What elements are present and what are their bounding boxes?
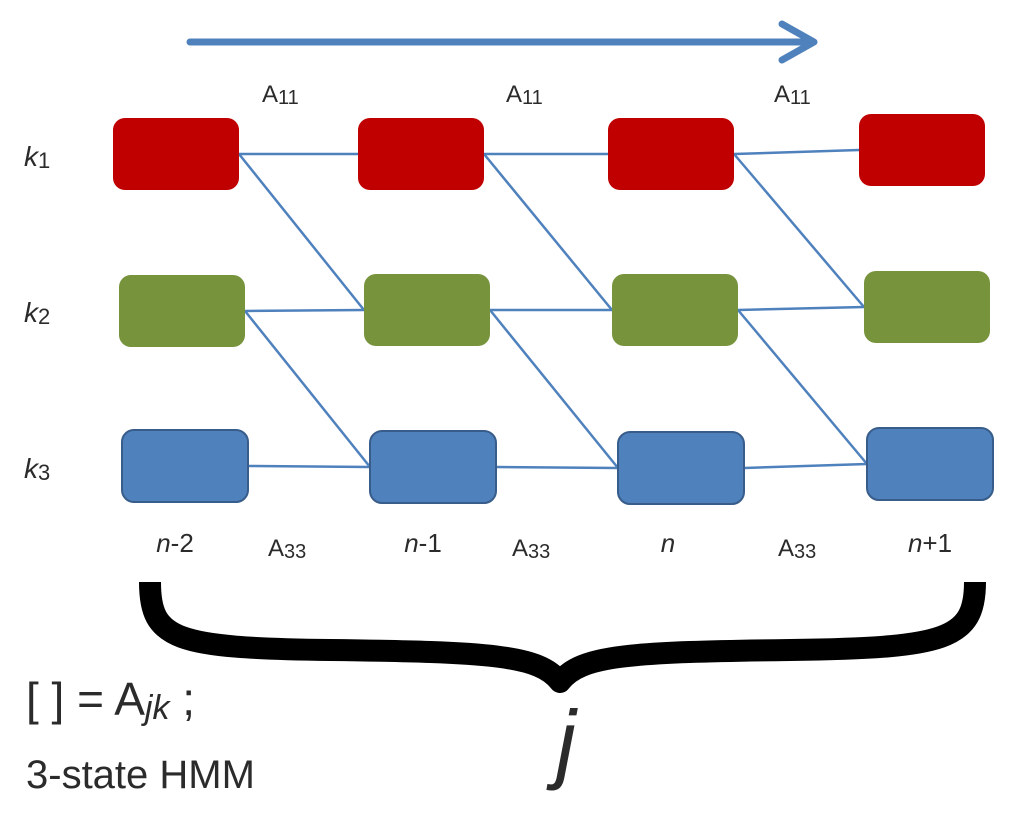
state-node-k1 — [859, 114, 985, 186]
legend-brackets: [ ] — [26, 673, 64, 725]
state-node-k2 — [119, 275, 245, 347]
transition-edge — [489, 309, 619, 469]
column-label: n — [661, 528, 675, 558]
row-label-k3: k3 — [24, 453, 50, 485]
transition-edge — [733, 148, 860, 156]
brace-label-j: j — [546, 692, 578, 791]
state-node-k3 — [866, 427, 994, 501]
column-label: n-1 — [404, 528, 442, 558]
state-node-k3 — [121, 429, 249, 503]
top-transition-labels: A11 A11 A11 — [262, 81, 811, 109]
transition-edge — [743, 462, 868, 470]
transition-edge — [483, 153, 613, 311]
transition-edge — [733, 153, 865, 308]
curly-brace — [139, 581, 986, 693]
state-node-k1 — [608, 118, 734, 190]
transition-edges — [238, 148, 868, 470]
column-label: n+1 — [908, 528, 952, 558]
transition-edge — [238, 153, 365, 311]
transition-edge — [244, 310, 371, 468]
legend-caption: 3-state HMM — [26, 753, 255, 797]
top-transition-label: A11 — [506, 81, 543, 109]
row-label-k2: k2 — [24, 297, 50, 329]
column-label: n-2 — [156, 528, 194, 558]
state-node-k3 — [617, 431, 745, 505]
top-transition-label: A11 — [774, 81, 811, 109]
time-direction-arrow — [186, 20, 818, 64]
row-labels: k1 k2 k3 — [24, 141, 50, 485]
state-node-k1 — [358, 118, 484, 190]
column-labels: n-2 n-1 n n+1 — [156, 528, 952, 558]
transition-edge — [495, 465, 619, 470]
state-nodes — [113, 114, 994, 505]
bottom-transition-labels: A33 A33 A33 — [268, 535, 816, 563]
state-node-k2 — [364, 274, 490, 346]
bottom-transition-label: A33 — [268, 535, 306, 563]
bottom-transition-label: A33 — [778, 535, 816, 563]
row-label-k1: k1 — [24, 141, 50, 173]
state-node-k2 — [612, 274, 738, 346]
transition-edge — [737, 305, 865, 312]
state-node-k1 — [113, 118, 239, 190]
bottom-transition-label: A33 — [512, 535, 550, 563]
state-node-k3 — [369, 430, 497, 504]
legend: [ ] = Ajk ; 3-state HMM — [26, 673, 255, 797]
transition-edge — [244, 308, 365, 313]
transition-edge — [247, 464, 371, 469]
top-transition-label: A11 — [262, 81, 299, 109]
state-node-k2 — [864, 271, 990, 343]
transition-edge — [737, 309, 868, 465]
legend-equation: [ ] = Ajk ; — [26, 673, 195, 727]
